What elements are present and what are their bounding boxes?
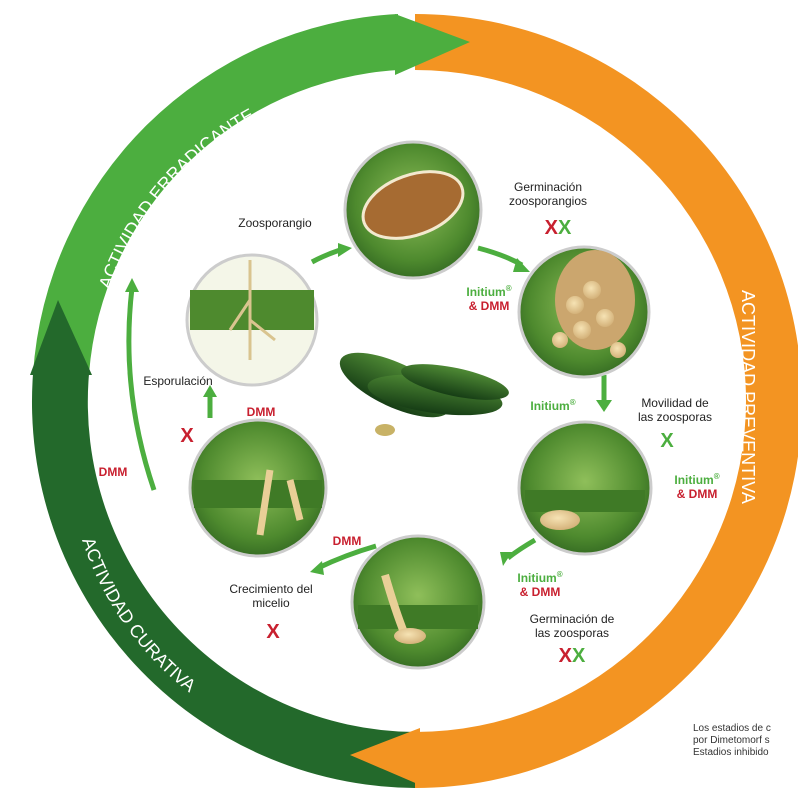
treatment-initium-2: Initium® [530, 398, 576, 413]
arrowhead-curativa [30, 300, 92, 375]
footnote-line: Estadios inhibido [693, 747, 769, 758]
footnote-line: Los estadios de c [693, 723, 771, 734]
arrowhead-erradicante [395, 14, 470, 75]
stage-crecimiento-circle [350, 534, 486, 670]
label-line: las zoosporas [534, 626, 610, 640]
treatment-initium-dmm-4: Initium® & DMM [517, 570, 563, 599]
cycle-arrow-1 [310, 247, 341, 265]
stage-zoosporangio-circle [185, 253, 319, 387]
x-movilidad: X [660, 430, 674, 452]
treatment-dmm-5: DMM [332, 534, 362, 548]
stage-germinacion-zoosporas-circle [517, 420, 653, 556]
treatment-dmm-7: DMM [98, 465, 128, 479]
label-line: Germinación de [529, 612, 615, 626]
arc-preventiva [415, 14, 798, 788]
cycle-arrow-2 [477, 245, 524, 268]
xx-germinacion-zoosporangios: XX [544, 217, 572, 239]
label-crecimiento: Crecimiento del micelio [206, 582, 336, 610]
cycle-arrowhead-5 [310, 561, 324, 575]
label-germinacion-zoosporangios: Germinación zoosporangios [498, 180, 598, 208]
cycle-arrow-7 [126, 287, 157, 491]
cycle-arrowhead-1 [338, 243, 352, 257]
cycle-arrow-4 [506, 537, 537, 560]
label-movilidad: Movilidad de las zoosporas [620, 396, 730, 424]
xx-germinacion-zoosporas: XX [558, 645, 586, 667]
label-line: Crecimiento del [229, 582, 313, 596]
label-line: zoosporangios [508, 194, 588, 208]
treatment-initium-dmm-3: Initium® & DMM [674, 472, 720, 501]
footnote-line: por Dimetomorf s [693, 735, 770, 746]
treatment-dmm-6: DMM [246, 405, 276, 419]
label-line: Germinación [513, 180, 583, 194]
label-line: las zoosporas [637, 410, 713, 424]
label-esporulacion: Esporulación [143, 374, 213, 388]
label-zoosporangio: Zoosporangio [238, 216, 312, 230]
x-crecimiento: X [266, 621, 280, 643]
x-esporulacion: X [180, 425, 194, 447]
label-germinacion-zoosporas: Germinación de las zoosporas [512, 612, 632, 640]
label-line: Movilidad de [641, 396, 709, 410]
footnote: Los estadios de c por Dimetomorf s Estad… [693, 723, 798, 759]
treatment-initium-dmm-1: Initium® & DMM [466, 284, 512, 313]
cycle-arrowhead-6 [203, 385, 217, 397]
cycle-arrowhead-3 [596, 400, 612, 412]
cycle-arrowhead-2 [513, 258, 530, 272]
label-line: micelio [252, 596, 290, 610]
stage-movilidad-circle [517, 245, 651, 379]
stage-germinacion-zoosporangios-circle [343, 140, 483, 280]
arrowhead-preventiva [350, 728, 420, 785]
cucumbers-image [339, 352, 509, 436]
cycle-arrowhead-7 [125, 278, 139, 292]
cycle-arrowhead-4 [500, 552, 512, 566]
stage-esporulacion-circle [188, 418, 328, 558]
arc-label-preventiva: ACTIVIDAD PREVENTIVA [738, 290, 758, 504]
